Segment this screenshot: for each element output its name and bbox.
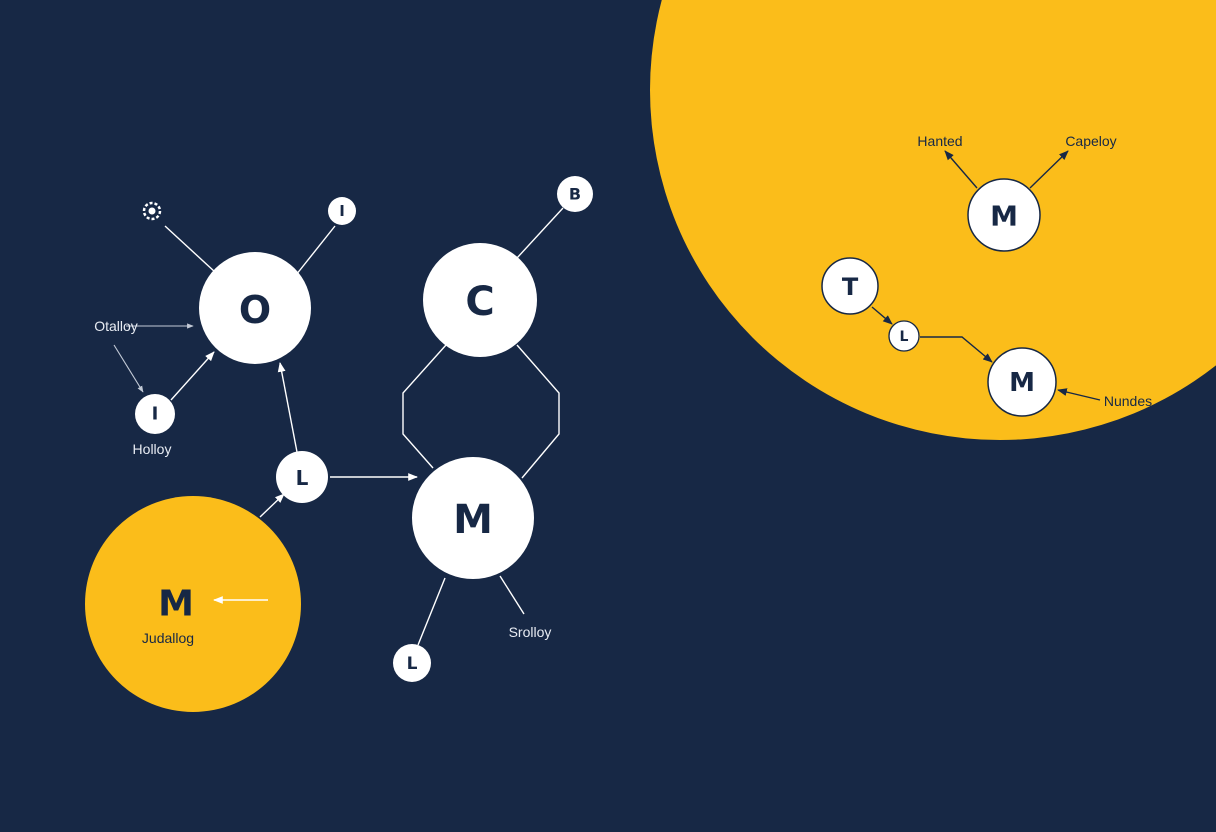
node-l-center[interactable]: L xyxy=(276,451,328,503)
node-c[interactable]: C xyxy=(423,243,537,357)
edge-c-b xyxy=(516,207,564,259)
node-l-bottom-label: L xyxy=(407,654,418,674)
node-i-top-label: I xyxy=(339,202,345,220)
edge-m-capeloy xyxy=(1029,150,1069,189)
edge-m-l-bottom xyxy=(417,577,446,646)
node-l-right[interactable]: L xyxy=(888,320,920,352)
node-m-right-top-label: M xyxy=(990,200,1018,233)
node-o-label: O xyxy=(239,288,271,332)
node-b-label: B xyxy=(569,185,581,204)
node-m-right-top[interactable]: M xyxy=(967,178,1041,252)
edge-otalloy-i xyxy=(113,344,144,393)
node-m-right-bottom-label: M xyxy=(1009,368,1035,398)
edge-i-top-o xyxy=(295,225,336,276)
node-m-center-label: M xyxy=(453,497,493,543)
node-o[interactable]: O xyxy=(199,252,311,364)
node-i-left[interactable]: I xyxy=(135,394,175,434)
label-holloy: Holloy xyxy=(133,441,172,457)
node-m-left-label: M xyxy=(158,584,194,625)
large-accent-circle-right xyxy=(650,0,1216,440)
node-i-top[interactable]: I xyxy=(328,197,356,225)
node-t-label: T xyxy=(842,273,859,301)
node-t[interactable]: T xyxy=(821,257,879,315)
label-srolloy: Srolloy xyxy=(509,624,552,640)
node-m-left[interactable]: M Judallog xyxy=(142,584,194,647)
node-l-bottom[interactable]: L xyxy=(393,644,431,682)
node-b[interactable]: B xyxy=(557,176,593,212)
edge-yellow-l xyxy=(259,493,285,518)
node-m-right-bottom[interactable]: M xyxy=(987,347,1057,417)
node-l-right-label: L xyxy=(900,329,909,345)
edge-c-m-left-loop xyxy=(402,344,447,469)
edge-l-m-right xyxy=(920,336,993,363)
edge-l-o xyxy=(277,362,298,453)
edge-i-left-o xyxy=(170,351,215,401)
node-m-center[interactable]: M xyxy=(412,457,534,579)
accent-circle-left xyxy=(85,496,301,712)
label-nundes: Nundes xyxy=(1104,393,1152,409)
label-judallog: Judallog xyxy=(142,630,194,646)
edge-c-m-right-loop xyxy=(516,344,560,479)
node-i-left-label: I xyxy=(152,404,159,425)
node-c-label: C xyxy=(465,279,494,325)
label-capeloy: Capeloy xyxy=(1065,133,1116,149)
edge-m-hanted xyxy=(944,150,978,189)
label-otalloy: Otalloy xyxy=(94,318,138,334)
edge-m-srolloy xyxy=(499,575,525,615)
edge-nundes-m xyxy=(1057,388,1101,401)
label-hanted: Hanted xyxy=(917,133,962,149)
edge-t-l xyxy=(871,306,893,325)
node-l-center-label: L xyxy=(296,466,309,490)
edge-gear-o xyxy=(164,225,216,273)
gear-icon xyxy=(142,201,162,221)
